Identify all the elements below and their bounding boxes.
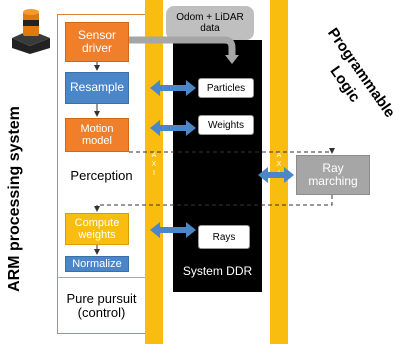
compute-weights-block: Compute weights: [65, 213, 129, 245]
odom-lidar-data-box: Odom + LiDAR data: [166, 6, 254, 40]
axi-left-a: A: [151, 152, 157, 159]
ddr-raymarch-bidir-arrow: [258, 167, 294, 183]
resample-block: Resample: [65, 72, 129, 104]
motion-model-block: Motion model: [65, 118, 129, 152]
rays-buffer: Rays: [198, 225, 250, 249]
axi-left-x: X: [151, 161, 157, 168]
pure-pursuit-label: Pure pursuit (control): [66, 290, 137, 320]
sensor-to-ddr-arrowhead: [225, 55, 239, 64]
ray-marching-block: Ray marching: [296, 155, 370, 195]
normalize-block: Normalize: [65, 256, 129, 272]
sensor-to-ddr-arrow: [129, 36, 236, 56]
weights-buffer: Weights: [198, 115, 254, 135]
motion-weights-bidir-arrow: [150, 120, 196, 136]
perception-label: Perception: [70, 167, 133, 183]
pure-pursuit-divider: [57, 277, 146, 278]
motion-to-raymarch-dashed: [129, 148, 335, 154]
axi-right-a: A: [276, 152, 282, 159]
system-ddr-label: System DDR: [182, 264, 253, 279]
resample-particles-bidir-arrow: [150, 80, 196, 96]
compute-rays-bidir-arrow: [150, 222, 196, 238]
axi-right-x: X: [276, 161, 282, 168]
sensor-driver-block: Sensor driver: [65, 22, 129, 62]
axi-left-i: I: [153, 170, 155, 177]
lidar-sensor-icon: [8, 8, 54, 54]
raymarch-to-compute-dashed: [94, 195, 333, 212]
particles-buffer: Particles: [198, 78, 254, 98]
